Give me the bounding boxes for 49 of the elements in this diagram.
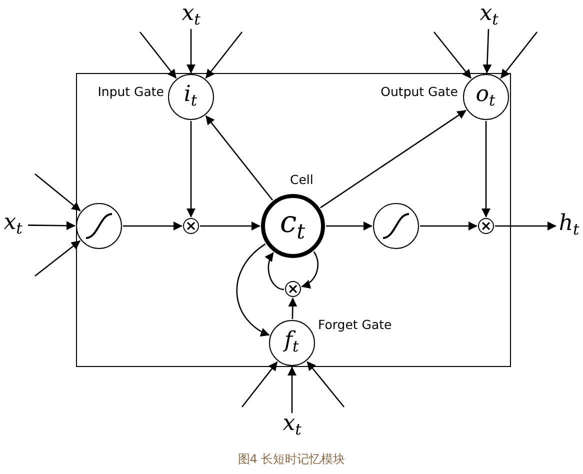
gate-circle <box>168 74 214 120</box>
arrow <box>320 110 466 208</box>
arrow <box>123 222 182 230</box>
arrow <box>288 366 296 413</box>
sigmoid-node <box>76 202 122 248</box>
gate-circle <box>462 74 508 120</box>
caption: 图4 长短时记忆模块 <box>236 451 346 468</box>
cell-circle <box>260 194 324 258</box>
arrow <box>434 32 472 79</box>
arrow <box>482 28 492 74</box>
arrow <box>186 29 196 74</box>
multiply-node <box>284 280 300 296</box>
arrow <box>306 361 344 408</box>
gate-label: Output Gate <box>380 84 458 99</box>
cell-frame <box>76 73 511 367</box>
math-symbol: x$_{t}$ <box>182 3 200 28</box>
arrow <box>482 121 490 218</box>
math-symbol: c$_{t}$ <box>280 208 306 243</box>
arrow <box>34 240 80 277</box>
math-symbol: x$_{t}$ <box>480 3 498 28</box>
arrow <box>139 32 177 79</box>
math-symbol: f$_{t}$ <box>284 330 299 355</box>
math-symbol: h$_{t}$ <box>558 213 580 238</box>
arrow <box>236 243 270 336</box>
multiply-node <box>478 218 494 234</box>
math-symbol: o$_{t}$ <box>476 84 496 109</box>
arrow <box>200 222 260 230</box>
arrow <box>205 115 274 201</box>
arrow <box>265 252 284 290</box>
arrow <box>241 362 278 408</box>
arrow <box>326 222 372 230</box>
math-symbol: i$_{t}$ <box>184 84 198 109</box>
arrow <box>495 222 556 230</box>
arrow <box>420 222 478 230</box>
arrow <box>28 221 76 230</box>
multiply-node <box>182 218 198 234</box>
arrow <box>205 32 243 79</box>
arrow <box>186 121 196 218</box>
math-symbol: x$_{t}$ <box>282 413 302 438</box>
arrow <box>288 298 298 320</box>
gate-label: Cell <box>290 172 314 187</box>
math-symbol: x$_{t}$ <box>4 212 22 238</box>
gate-label: Forget Gate <box>318 317 392 332</box>
sigmoid-node <box>372 202 418 248</box>
arrow <box>500 32 538 79</box>
arrow <box>301 251 319 288</box>
arrow <box>34 174 81 212</box>
gate-label: Input Gate <box>98 84 164 99</box>
gate-circle <box>268 320 314 366</box>
